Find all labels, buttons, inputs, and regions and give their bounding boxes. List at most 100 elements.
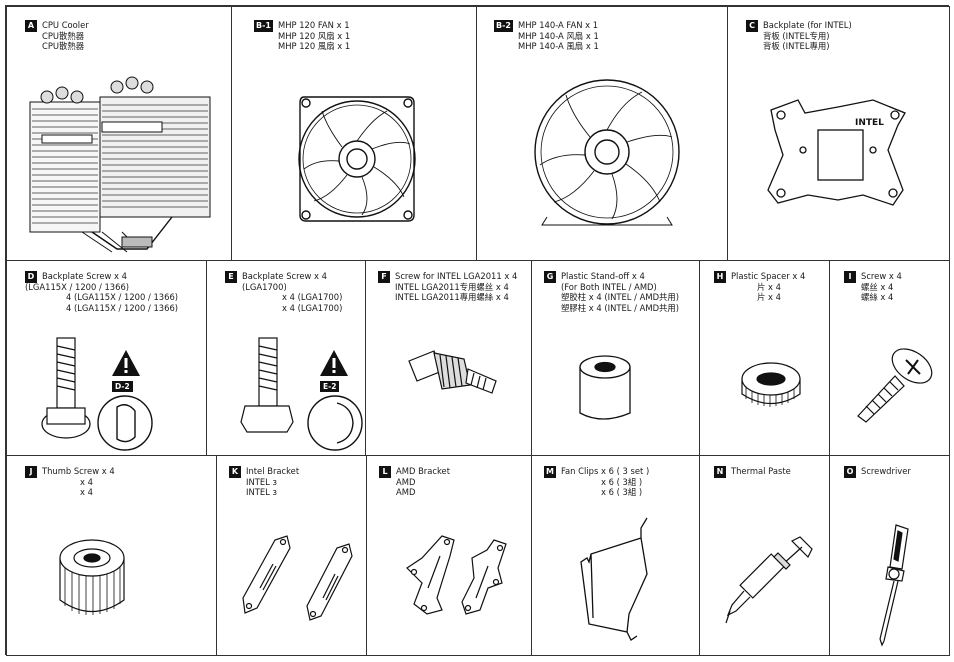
washer-icon: [97, 395, 153, 451]
item-subtitle: MHP 120 风扇 x 1: [277, 30, 351, 41]
item-title: Screw for INTEL LGA2011 x 4: [395, 271, 518, 281]
item-badge: A: [25, 20, 37, 32]
backplate-screw-icon: [240, 337, 294, 433]
item-title: CPU Cooler: [42, 20, 89, 30]
cell-d-backplate-screw: D Backplate Screw x 4 (LGA115X / 1200 / …: [6, 260, 207, 456]
cell-j-thumb-screw: J Thumb Screw x 4 x 4 x 4: [6, 455, 217, 656]
item-subtitle: (LGA1700): [242, 281, 287, 292]
fan-140-icon: [534, 79, 680, 226]
item-subtitle: CPU散熱器: [42, 41, 85, 51]
item-subtitle: 螺絲 x 4: [861, 292, 894, 302]
item-subtitle: 背板 (INTEL专用): [763, 30, 830, 41]
cpu-cooler-icon: [29, 76, 211, 253]
cell-e-backplate-screw-1700: E Backplate Screw x 4 (LGA1700) x 4 (LGA…: [206, 260, 366, 456]
item-subtitle: MHP 140-A 风扇 x 1: [517, 30, 599, 41]
cell-header: E Backplate Screw x 4 (LGA1700) x 4 (LGA…: [207, 261, 365, 313]
accessory-sheet: A CPU Cooler CPU散熱器 CPU散熱器: [5, 5, 950, 656]
cell-header: O Screwdriver: [830, 456, 949, 478]
thermal-paste-syringe-icon: [725, 536, 813, 624]
cell-n-thermal-paste: N Thermal Paste: [699, 455, 830, 656]
cell-header: B-2 MHP 140-A FAN x 1 MHP 140-A 风扇 x 1 M…: [477, 7, 727, 52]
backplate-stamp: INTEL: [855, 118, 884, 128]
item-subtitle: x 4: [80, 476, 93, 487]
cell-header: M Fan Clips x 6 ( 3 set ) x 6 ( 3組 ) x 6…: [532, 456, 699, 498]
item-badge: J: [25, 466, 37, 478]
item-badge: M: [544, 466, 556, 478]
washer-icon: [307, 395, 363, 451]
fan-120-icon: [298, 96, 416, 222]
item-subtitle: INTEL з: [246, 487, 277, 497]
cell-header: C Backplate (for INTEL) 背板 (INTEL专用) 背板 …: [728, 7, 949, 52]
item-badge: I: [844, 271, 856, 283]
item-title: Intel Bracket: [246, 466, 300, 476]
item-subtitle: x 4 (LGA1700): [282, 302, 343, 313]
cell-k-intel-bracket: K Intel Bracket INTEL з INTEL з: [216, 455, 367, 656]
item-subtitle: INTEL з: [246, 476, 277, 487]
item-badge: L: [379, 466, 391, 478]
item-subtitle: 塑膠柱 x 4 (INTEL / AMD共用): [561, 302, 680, 313]
item-subtitle: 4 (LGA115X / 1200 / 1366): [66, 302, 179, 313]
item-title: Backplate (for INTEL): [763, 20, 852, 30]
item-title: Backplate Screw x 4: [42, 271, 127, 281]
cell-b1-mhp120-fan: B-1 MHP 120 FAN x 1 MHP 120 风扇 x 1 MHP 1…: [231, 6, 477, 261]
item-subtitle: AMD: [396, 487, 416, 497]
cell-o-screwdriver: O Screwdriver: [829, 455, 950, 656]
standoff-icon: [579, 355, 631, 420]
item-badge: E: [225, 271, 237, 283]
spacer-icon: [741, 362, 801, 407]
item-subtitle: 4 (LGA115X / 1200 / 1366): [66, 292, 179, 302]
cell-f-lga2011-screw: F Screw for INTEL LGA2011 x 4 INTEL LGA2…: [365, 260, 532, 456]
item-subtitle: (LGA115X / 1200 / 1366): [25, 281, 130, 292]
item-subtitle: INTEL LGA2011专用螺丝 x 4: [395, 281, 509, 292]
cell-header: A CPU Cooler CPU散熱器 CPU散熱器: [7, 7, 231, 52]
cell-header: N Thermal Paste: [700, 456, 829, 478]
cell-b2-mhp140-fan: B-2 MHP 140-A FAN x 1 MHP 140-A 风扇 x 1 M…: [476, 6, 728, 261]
item-title: AMD Bracket: [396, 466, 450, 476]
item-badge: O: [844, 466, 856, 478]
intel-bracket-icon: [242, 535, 353, 621]
item-subtitle: x 6 ( 3組 ): [601, 487, 643, 497]
warning-triangle-icon: [112, 350, 140, 376]
item-title: MHP 140-A FAN x 1: [517, 20, 599, 30]
item-badge: G: [544, 271, 556, 283]
cell-header: D Backplate Screw x 4 (LGA115X / 1200 / …: [7, 261, 206, 313]
item-badge: H: [714, 271, 726, 283]
item-title: MHP 120 FAN x 1: [277, 20, 350, 30]
item-title: Plastic Spacer x 4: [731, 271, 806, 281]
item-subtitle: 塑胶柱 x 4 (INTEL / AMD共用): [561, 292, 680, 302]
item-subtitle: 背板 (INTEL專用): [763, 41, 830, 51]
item-subtitle: 螺丝 x 4: [861, 281, 894, 292]
cell-l-amd-bracket: L AMD Bracket AMD AMD: [366, 455, 532, 656]
item-subtitle: CPU散熱器: [42, 30, 85, 41]
item-subtitle: (For Both INTEL / AMD): [561, 281, 657, 292]
cell-h-plastic-spacer: H Plastic Spacer x 4 片 x 4 片 x 4: [699, 260, 830, 456]
item-badge: N: [714, 466, 726, 478]
item-subtitle: MHP 140-A 風扇 x 1: [517, 41, 599, 51]
item-subtitle: INTEL LGA2011專用螺絲 x 4: [395, 292, 509, 302]
item-title: Screw x 4: [861, 271, 902, 281]
backplate-screw-icon: [41, 337, 91, 439]
screwdriver-icon: [879, 524, 909, 647]
lga2011-screw-icon: [408, 350, 497, 394]
amd-bracket-icon: [406, 535, 507, 615]
cell-m-fan-clips: M Fan Clips x 6 ( 3 set ) x 6 ( 3組 ) x 6…: [531, 455, 700, 656]
item-subtitle: x 4: [80, 487, 93, 497]
item-title: Screwdriver: [861, 466, 911, 476]
item-badge: D: [25, 271, 37, 283]
cell-header: B-1 MHP 120 FAN x 1 MHP 120 风扇 x 1 MHP 1…: [232, 7, 476, 52]
cell-header: J Thumb Screw x 4 x 4 x 4: [7, 456, 216, 498]
cell-header: L AMD Bracket AMD AMD: [367, 456, 531, 498]
cell-g-standoff: G Plastic Stand-off x 4 (For Both INTEL …: [531, 260, 700, 456]
cell-header: H Plastic Spacer x 4 片 x 4 片 x 4: [700, 261, 829, 303]
cell-header: K Intel Bracket INTEL з INTEL з: [217, 456, 366, 498]
item-badge: B-1: [254, 20, 273, 32]
thumb-screw-icon: [59, 539, 125, 615]
cell-a-cpu-cooler: A CPU Cooler CPU散熱器 CPU散熱器: [6, 6, 232, 261]
item-subtitle: MHP 120 風扇 x 1: [277, 41, 351, 51]
item-subtitle: x 6 ( 3組 ): [601, 476, 643, 487]
item-title: Thumb Screw x 4: [42, 466, 115, 476]
item-badge: F: [378, 271, 390, 283]
item-subtitle: 片 x 4: [757, 281, 781, 292]
part-tag: D-2: [112, 381, 133, 392]
cell-header: G Plastic Stand-off x 4 (For Both INTEL …: [532, 261, 699, 313]
